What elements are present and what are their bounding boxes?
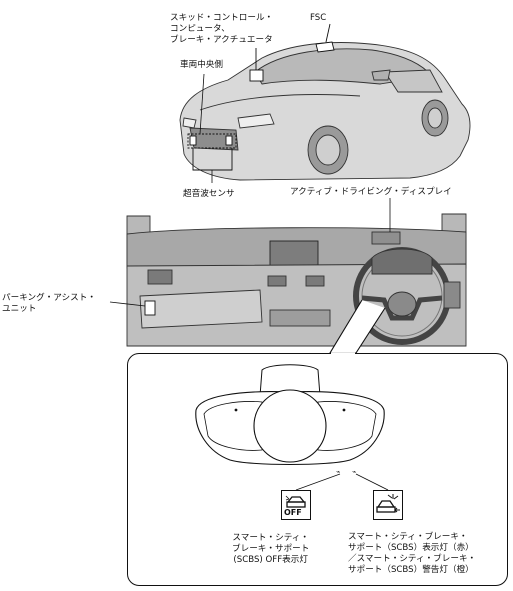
svg-text:⌁: ⌁ — [352, 468, 356, 476]
scbs-off-label-line-2: ブレーキ・サポート — [232, 544, 310, 554]
scbs-indicator-label-line-3: ／スマート・シティ・ブレーキ・ — [348, 554, 477, 564]
vehicle-center-label: 車両中央側 — [180, 60, 223, 70]
parking-assist-label-line-1: パーキング・アシスト・ — [2, 293, 96, 303]
scbs-indicator-label: スマート・シティ・ブレーキ・ サポート（SCBS）表示灯（赤） ／スマート・シテ… — [348, 532, 476, 576]
dashboard-illustration — [126, 212, 467, 347]
parking-assist-marker — [109, 300, 156, 316]
skid-computer-marker — [249, 48, 264, 82]
skid-computer-label-line-1: スキッド・コントロール・ — [170, 13, 274, 23]
scbs-indicator-label-line-2: サポート（SCBS）表示灯（赤） — [348, 543, 474, 553]
scbs-off-icon: OFF — [281, 490, 311, 520]
skid-computer-label-line-2: コンピュータ、 — [170, 24, 230, 34]
parking-assist-label-line-2: ユニット — [2, 304, 37, 314]
scbs-indicator-label-line-4: サポート（SCBS）警告灯（橙） — [348, 565, 474, 575]
ultrasonic-sensor-label: 超音波センサ — [183, 189, 235, 199]
parking-assist-label: パーキング・アシスト・ ユニット — [2, 293, 96, 315]
scbs-off-label-line-1: スマート・シティ・ — [232, 533, 309, 543]
fsc-camera-marker — [315, 23, 335, 53]
scbs-off-icon-text: OFF — [284, 508, 302, 517]
svg-text:⌁: ⌁ — [336, 468, 340, 476]
scbs-off-label: スマート・シティ・ ブレーキ・サポート (SCBS) OFF表示灯 — [232, 533, 309, 566]
skid-computer-label: スキッド・コントロール・ コンピュータ、 ブレーキ・アクチュエータ — [170, 13, 273, 46]
scbs-indicator-label-line-1: スマート・シティ・ブレーキ・ — [348, 532, 468, 542]
active-driving-display-label: アクティブ・ドライビング・ディスプレイ — [290, 187, 452, 197]
fsc-label: FSC — [310, 13, 327, 23]
skid-computer-label-line-3: ブレーキ・アクチュエータ — [170, 35, 273, 45]
ultrasonic-sensor-markers — [187, 73, 237, 183]
scbs-off-label-line-3: (SCBS) OFF表示灯 — [233, 555, 308, 565]
scbs-warning-icon — [373, 490, 403, 520]
